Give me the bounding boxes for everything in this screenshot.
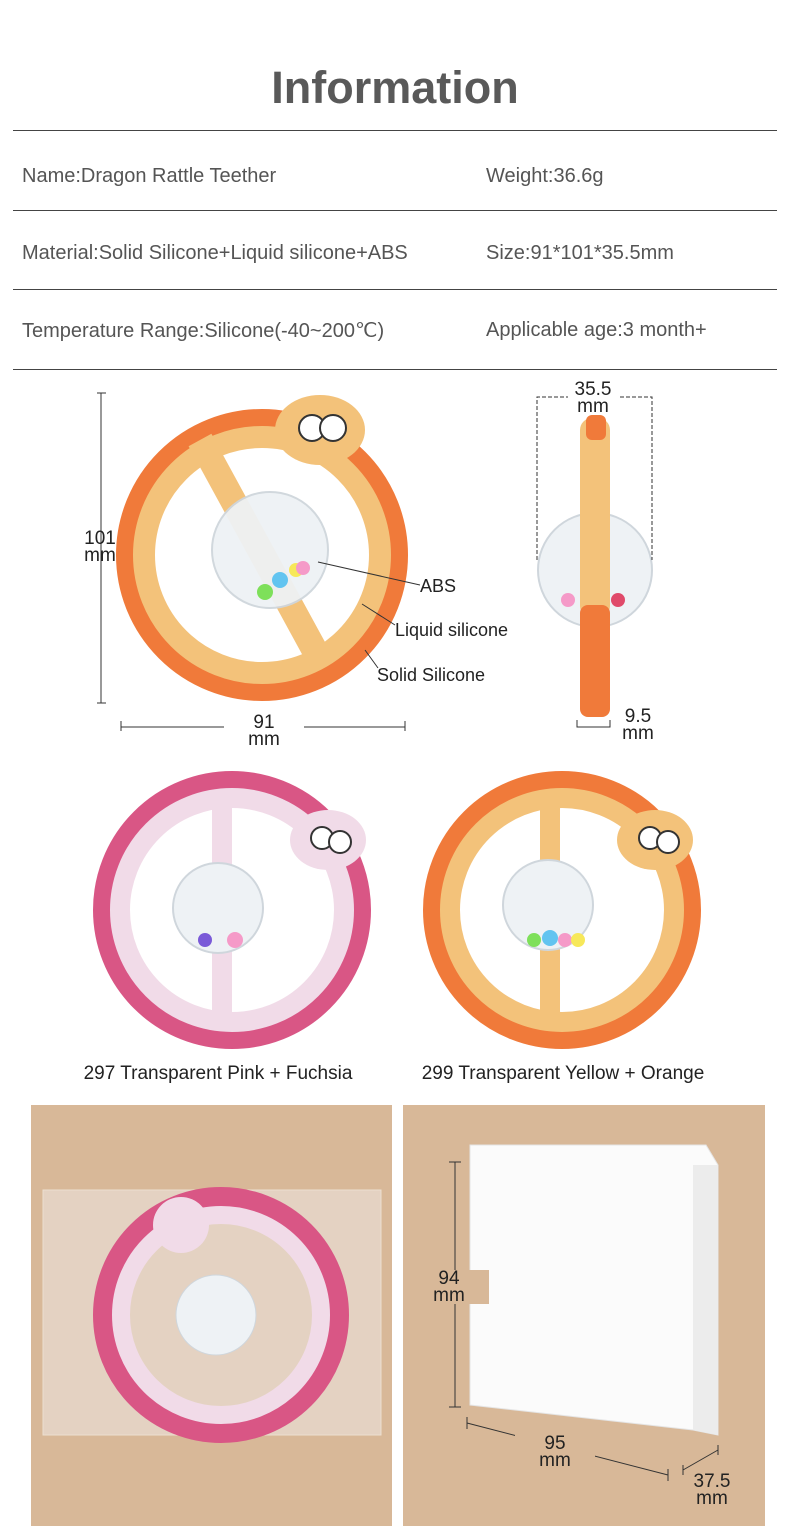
variant-caption-pink: 297 Transparent Pink + Fuchsia: [83, 1063, 353, 1084]
label-liquid-silicone: Liquid silicone: [395, 620, 509, 640]
dim-value: 95: [544, 1433, 566, 1454]
label-abs: ABS: [420, 576, 457, 596]
divider: [13, 369, 777, 370]
dim-value: 9.5: [624, 706, 652, 727]
spec-material: Material:Solid Silicone+Liquid silicone+…: [22, 242, 408, 264]
teether-side-view: [537, 415, 653, 717]
variant-orange-image: [423, 771, 701, 1049]
divider: [13, 130, 777, 131]
dim-value: 91: [253, 712, 275, 733]
dim-unit: mm: [84, 545, 116, 566]
dim-value: 94: [438, 1268, 460, 1289]
dim-value: 101: [84, 528, 116, 549]
dim-unit: mm: [433, 1285, 465, 1306]
spec-weight: Weight:36.6g: [486, 165, 604, 187]
page-title: Information: [271, 62, 519, 113]
dim-value: 35.5: [574, 379, 612, 400]
divider: [13, 210, 777, 211]
dim-value: 37.5: [693, 1471, 731, 1492]
spec-age: Applicable age:3 month+: [486, 319, 707, 341]
spec-size: Size:91*101*35.5mm: [486, 242, 674, 264]
teether-front-view: [116, 395, 408, 701]
variant-pink-image: [93, 771, 371, 1049]
label-solid-silicone: Solid Silicone: [377, 665, 486, 685]
dim-unit: mm: [577, 396, 609, 417]
dim-unit: mm: [248, 729, 280, 750]
divider: [13, 289, 777, 290]
dim-unit: mm: [696, 1488, 728, 1509]
variant-caption-orange: 299 Transparent Yellow + Orange: [421, 1063, 705, 1084]
dim-unit: mm: [539, 1450, 571, 1471]
packaging-bag-photo: [31, 1105, 392, 1526]
spec-name: Name:Dragon Rattle Teether: [22, 165, 277, 187]
spec-temperature: Temperature Range:Silicone(-40~200℃): [22, 320, 385, 342]
dim-unit: mm: [622, 723, 654, 744]
